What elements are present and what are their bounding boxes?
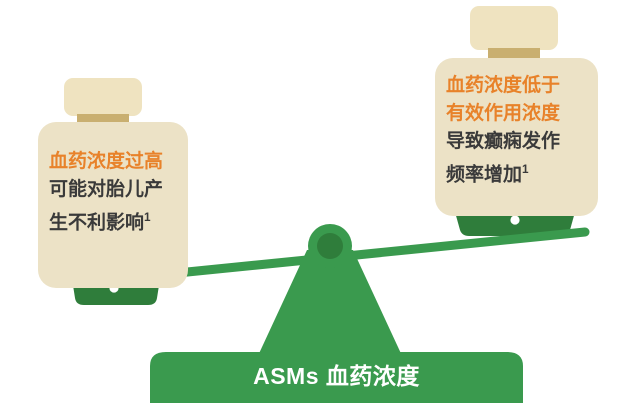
pivot-inner-circle	[317, 233, 343, 259]
right-bottle-label: 血药浓度低于 有效作用浓度 导致癫痫发作 频率增加1	[432, 72, 602, 189]
left-medicine-bottle: 血药浓度过高 可能对胎儿产 生不利影响1	[36, 78, 196, 293]
left-bottle-body	[38, 122, 188, 288]
left-bottle-neck	[77, 114, 129, 124]
left-label-line-2: 可能对胎儿产	[49, 179, 164, 200]
right-label-line-4: 频率增加1	[446, 156, 602, 189]
right-label-line-4-text: 频率增加	[446, 164, 523, 186]
right-label-line-3: 导致癫痫发作	[446, 131, 561, 152]
right-bottle-cap	[470, 6, 558, 50]
left-label-line-3-text: 生不利影响	[49, 212, 145, 234]
right-bottle-neck	[488, 48, 540, 61]
right-medicine-bottle: 血药浓度低于 有效作用浓度 导致癫痫发作 频率增加1	[432, 6, 602, 236]
right-pan	[455, 212, 575, 236]
right-label-footnote-marker: 1	[522, 163, 529, 176]
left-bottle-cap	[64, 78, 142, 116]
right-bottle-body	[435, 58, 598, 216]
right-label-line-1: 血药浓度低于	[446, 75, 561, 96]
base-banner	[150, 352, 523, 403]
left-label-line-3: 生不利影响1	[49, 204, 196, 237]
left-label-line-1: 血药浓度过高	[49, 151, 164, 172]
left-bottle-label: 血药浓度过高 可能对胎儿产 生不利影响1	[36, 148, 196, 237]
right-label-line-2: 有效作用浓度	[446, 103, 561, 124]
base-banner-label: ASMs 血药浓度	[253, 363, 420, 389]
fulcrum-pedestal	[256, 250, 404, 360]
left-label-footnote-marker: 1	[144, 211, 151, 224]
